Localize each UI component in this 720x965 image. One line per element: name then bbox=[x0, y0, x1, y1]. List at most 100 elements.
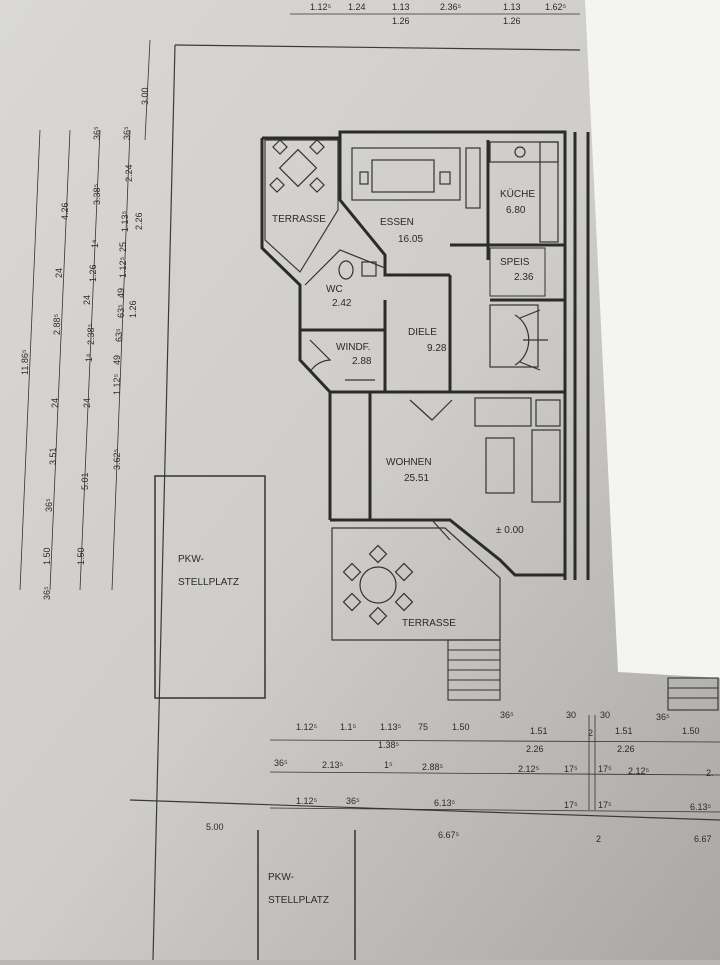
dim-top: 1.13 bbox=[392, 2, 410, 12]
dim-left-c3: 63⁵ bbox=[114, 328, 124, 342]
dim-left-c1: 3.51 bbox=[48, 447, 58, 465]
dim-left-c3: 63⁵ bbox=[116, 304, 126, 318]
dim-bottom-r3: 36⁵ bbox=[346, 796, 360, 806]
kitchen-counters bbox=[489, 141, 559, 243]
dim-left-c3: 1.12⁵ bbox=[118, 256, 128, 278]
parking-2-label-b: STELLPLATZ bbox=[268, 895, 329, 906]
bottom-dimension-lines bbox=[269, 715, 720, 813]
left-dimension-lines bbox=[19, 39, 151, 591]
dim-bottom-r2: 2.13⁵ bbox=[322, 760, 344, 770]
wc-area: 2.42 bbox=[332, 298, 352, 309]
dim-left-c1: 1.50 bbox=[42, 547, 52, 565]
dim-bottom-r1: 30 bbox=[566, 710, 576, 720]
dim-left-c2: 3.38⁵ bbox=[92, 183, 102, 205]
terrace-steps bbox=[447, 639, 719, 711]
dim-bottom-r3: 6.13⁵ bbox=[434, 798, 456, 808]
dim-bottom-r2: 17⁵ bbox=[598, 764, 612, 774]
wohnen-label: WOHNEN bbox=[386, 457, 432, 468]
dim-left-c2: 1⁶ bbox=[90, 239, 100, 248]
dim-bottom-r4: 2 bbox=[596, 834, 601, 844]
dim-bottom-r3: 6.13⁵ bbox=[690, 802, 712, 812]
dim-left-c1: 4.26 bbox=[60, 202, 70, 220]
dim-bottom-r1: 1.51 bbox=[530, 726, 548, 736]
upper-terrace-label: TERRASSE bbox=[272, 214, 326, 225]
dim-bottom-r3: 17⁵ bbox=[598, 800, 612, 810]
staircase bbox=[489, 304, 548, 371]
lower-terrace-table bbox=[342, 544, 414, 626]
dim-left-c3: 1.26 bbox=[128, 300, 138, 318]
dim-bottom-r1: 1.51 bbox=[615, 726, 633, 736]
dim-left-c3: 49 bbox=[116, 288, 126, 298]
dim-bottom-r2: 2. bbox=[706, 768, 714, 778]
dim-top: 1.26 bbox=[392, 16, 410, 26]
dim-left-c2: 2.38⁵ bbox=[86, 323, 96, 345]
dim-top: 1.62⁵ bbox=[545, 2, 567, 12]
dim-left-c3: 25 bbox=[118, 242, 128, 252]
dim-left-c3: 36⁵ bbox=[122, 126, 132, 140]
windf-area: 2.88 bbox=[352, 356, 372, 367]
essen-label: ESSEN bbox=[380, 217, 414, 228]
left-dimension-labels: 11.86⁵ 4.26 24 2.88⁵ 24 3.51 36⁵ 1.50 36… bbox=[20, 87, 150, 600]
dim-bottom-r1: 1.13⁵ bbox=[380, 722, 402, 732]
dim-left-c2: 5.01 bbox=[80, 472, 90, 490]
dim-left-c1: 36⁵ bbox=[42, 586, 52, 600]
dim-bottom-r3: 17⁵ bbox=[564, 800, 578, 810]
dim-bottom-r2: 2.12⁵ bbox=[518, 764, 540, 774]
dim-left-c2: 1.26 bbox=[88, 264, 98, 282]
dim-left-c1: 36⁵ bbox=[44, 498, 54, 512]
dim-bottom-r1: 36⁵ bbox=[656, 712, 670, 722]
dim-left-c3: 3.62⁵ bbox=[112, 448, 122, 470]
dim-left-c4: 3.00 bbox=[140, 87, 150, 105]
dim-bottom-r1: 75 bbox=[418, 722, 428, 732]
wohnen-area: 25.51 bbox=[404, 473, 429, 484]
dim-left-c3: 2.24 bbox=[124, 164, 134, 182]
dim-left-c2: 1⁶ bbox=[84, 353, 94, 362]
dim-bottom-r2: 2.12⁵ bbox=[628, 766, 650, 776]
upper-terrace bbox=[264, 139, 339, 273]
dim-left-c1: 24 bbox=[50, 398, 60, 408]
dining-table-set bbox=[351, 147, 481, 209]
parking-1-label-b: STELLPLATZ bbox=[178, 577, 239, 588]
dim-bottom-r4: 6.67⁵ bbox=[438, 830, 460, 840]
dim-top: 1.24 bbox=[348, 2, 366, 12]
dim-bottom-r4: 6.67 bbox=[694, 834, 712, 844]
dim-bottom-r2: 1⁵ bbox=[384, 760, 393, 770]
pantry-outline bbox=[489, 247, 546, 297]
dim-left-c3: 2.26 bbox=[134, 212, 144, 230]
floor-level: ± 0.00 bbox=[496, 525, 524, 536]
wc-label: WC bbox=[326, 284, 343, 295]
dim-left-outer: 11.86⁵ bbox=[20, 349, 30, 375]
dim-top: 1.12⁵ bbox=[310, 2, 332, 12]
dim-bottom-r1: 30 bbox=[600, 710, 610, 720]
dim-bottom-r1: 1.1⁵ bbox=[340, 722, 357, 732]
dim-bottom-r1b: 2 bbox=[588, 728, 593, 738]
parking-space-1 bbox=[154, 475, 266, 699]
lower-terrace bbox=[331, 527, 501, 641]
wc-fixtures bbox=[304, 249, 386, 286]
dim-bottom-r1: 36⁵ bbox=[500, 710, 514, 720]
dim-bottom-r1: 1.50 bbox=[452, 722, 470, 732]
dim-bottom-r1b: 2.26 bbox=[617, 744, 635, 754]
diele-label: DIELE bbox=[408, 327, 437, 338]
dim-left-c3: 49 bbox=[112, 355, 122, 365]
dim-top: 2.36⁵ bbox=[440, 2, 462, 12]
dim-left-c3: 1.12⁵ bbox=[112, 373, 122, 395]
dim-left-c2: 36⁵ bbox=[92, 126, 102, 140]
dim-bottom-r1: 1.50 bbox=[682, 726, 700, 736]
parking-1-label-a: PKW- bbox=[178, 554, 204, 565]
dim-top: 1.13 bbox=[503, 2, 521, 12]
bottom-dimension-labels: 1.12⁵ 1.1⁵ 1.13⁵ 75 1.50 36⁵ 1.51 30 30 … bbox=[206, 710, 714, 844]
speis-area: 2.36 bbox=[514, 272, 534, 283]
dim-left-c2: 24 bbox=[82, 398, 92, 408]
windf-label: WINDF. bbox=[336, 342, 370, 353]
dim-left-c1: 2.88⁵ bbox=[52, 313, 62, 335]
building-walls bbox=[260, 130, 590, 580]
lower-terrace-label: TERRASSE bbox=[402, 618, 456, 629]
living-room-furniture bbox=[409, 397, 561, 541]
dim-bottom-r4: 5.00 bbox=[206, 822, 224, 832]
site-boundary bbox=[129, 44, 720, 961]
essen-area: 16.05 bbox=[398, 234, 423, 245]
dim-bottom-r1b: 2.26 bbox=[526, 744, 544, 754]
